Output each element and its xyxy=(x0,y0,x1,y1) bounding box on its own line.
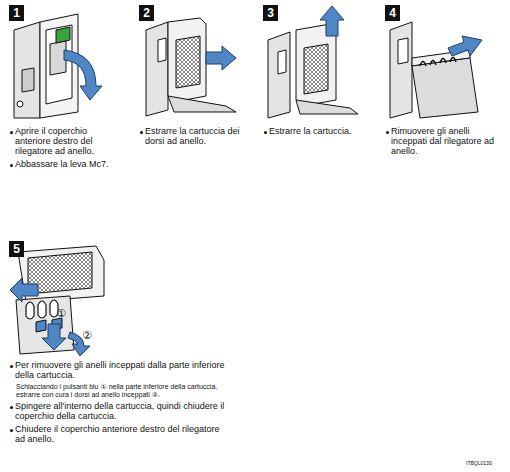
step-number: 4 xyxy=(385,5,400,21)
direction-arrow xyxy=(320,6,344,36)
direction-arrow xyxy=(42,324,66,350)
step-number: 1 xyxy=(9,5,24,21)
instruction-text: Estrarre la cartuccia dei dorsi ad anell… xyxy=(145,126,243,146)
instruction-text: Per rimuovere gli anelli inceppati dalla… xyxy=(9,360,231,380)
step-number-text: 4 xyxy=(389,7,396,19)
instruction-text: Estrarre la cartuccia. xyxy=(269,126,367,136)
instruction-text: Rimuovere gli anelli inceppati dal rileg… xyxy=(391,126,495,156)
bullet-dot xyxy=(10,164,13,167)
step-number: 2 xyxy=(139,5,154,21)
step-number-text: 5 xyxy=(13,243,20,255)
step-number: 5 xyxy=(9,241,24,257)
instruction-text: Estrarre la cartuccia. xyxy=(263,126,367,136)
ring-cartridge xyxy=(146,18,236,116)
instruction-text: Schiacciando i pulsanti blu ① nella part… xyxy=(16,383,231,399)
cartridge-bottom xyxy=(10,246,104,356)
step-number: 3 xyxy=(263,5,278,21)
machine-front xyxy=(14,14,102,118)
direction-arrow xyxy=(10,278,38,302)
callout-number: ② xyxy=(82,330,92,342)
step-number-text: 2 xyxy=(143,7,150,19)
callout-number: ① xyxy=(56,308,66,320)
ring-cartridge xyxy=(268,6,358,118)
green-lever xyxy=(56,27,70,43)
instruction-text: Rimuovere gli anelli inceppati dal rileg… xyxy=(385,126,495,156)
bullet-dot xyxy=(10,131,13,134)
instruction-text: Abbassare la leva Mc7. xyxy=(9,159,113,169)
ring-tray xyxy=(390,22,482,118)
callout-number: ① xyxy=(56,308,66,320)
figure-code: ITBQL013S xyxy=(466,461,492,467)
bullet-dot xyxy=(10,429,13,432)
direction-arrow xyxy=(206,46,236,70)
instruction-text: Spingere all'interno della cartuccia, qu… xyxy=(9,401,231,421)
bullet-dot xyxy=(10,406,13,409)
instruction-text: Schiacciando i pulsanti blu ① nella part… xyxy=(9,383,231,399)
callout-number: ② xyxy=(82,330,92,342)
step-number-text: 1 xyxy=(13,7,20,19)
instruction-text: Abbassare la leva Mc7. xyxy=(15,159,113,169)
direction-arrow xyxy=(64,50,102,100)
instruction-text: Aprire il coperchio anteriore destro del… xyxy=(9,126,113,156)
direction-arrow xyxy=(448,36,482,56)
instruction-text: Aprire il coperchio anteriore destro del… xyxy=(15,126,113,156)
figure-code: ITBQL013S xyxy=(466,461,492,467)
instruction-text: Per rimuovere gli anelli inceppati dalla… xyxy=(15,360,231,380)
bullet-dot xyxy=(386,131,389,134)
bullet-dot xyxy=(10,365,13,368)
bullet-dot xyxy=(264,131,267,134)
bullet-dot xyxy=(140,131,143,134)
instruction-text: Chiudere il coperchio anteriore destro d… xyxy=(15,424,231,444)
instruction-text: Chiudere il coperchio anteriore destro d… xyxy=(9,424,231,444)
blue-button xyxy=(36,320,46,332)
step-number-text: 3 xyxy=(267,7,274,19)
instruction-text: Spingere all'interno della cartuccia, qu… xyxy=(15,401,231,421)
instruction-text: Estrarre la cartuccia dei dorsi ad anell… xyxy=(139,126,243,146)
